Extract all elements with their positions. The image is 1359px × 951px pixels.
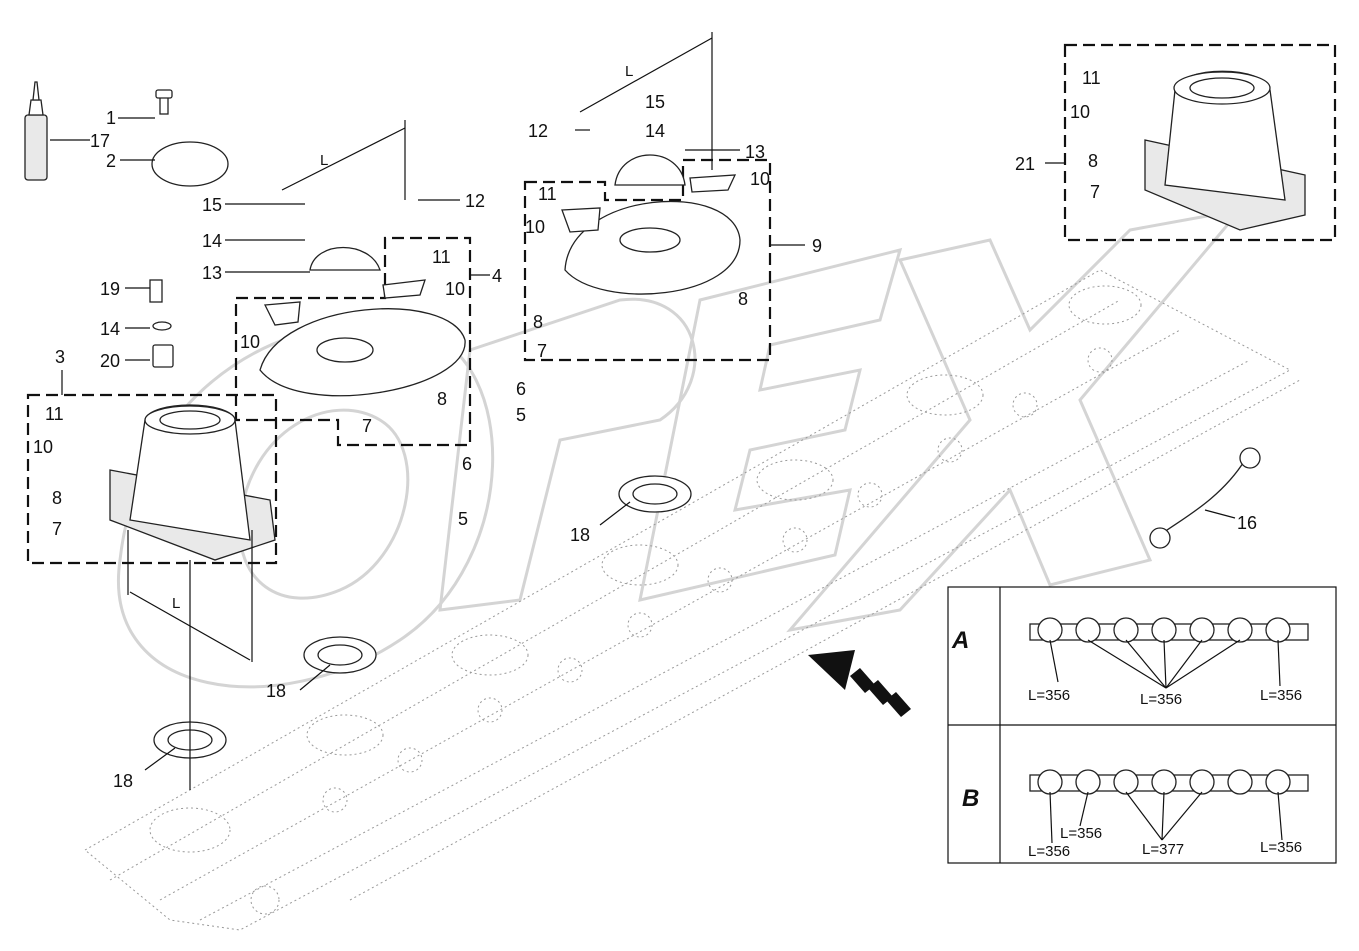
callout-16: 16 xyxy=(1237,513,1257,533)
callout-18c: 18 xyxy=(113,771,133,791)
variant-a-length-3: L=356 xyxy=(1260,687,1302,704)
disc-rotation-inset: A B L=356 L=356 L=356 xyxy=(947,586,1337,864)
callout-20: 20 xyxy=(100,351,120,371)
variant-a-length-1: L=356 xyxy=(1028,687,1070,704)
callout-8b: 8 xyxy=(52,488,62,508)
callout-3: 3 xyxy=(55,347,65,367)
callout-18a: 18 xyxy=(570,525,590,545)
callout-14a: 14 xyxy=(202,231,222,251)
callout-10a: 10 xyxy=(445,279,465,299)
callout-13a: 13 xyxy=(202,263,222,283)
callout-7d: 7 xyxy=(1090,182,1100,202)
variant-a-label: A xyxy=(951,627,969,654)
cutting-disc-right xyxy=(561,154,741,295)
callout-10b: 10 xyxy=(240,332,260,352)
group-4-outline xyxy=(234,236,472,447)
small-parts xyxy=(149,279,1261,759)
callout-14b: 14 xyxy=(100,319,120,339)
cover-plate-with-screw xyxy=(151,89,229,187)
callout-8a: 8 xyxy=(437,389,447,409)
dimension-label-2: L xyxy=(172,595,180,612)
callout-2: 2 xyxy=(106,151,116,171)
callout-5b: 5 xyxy=(516,405,526,425)
callout-7c: 7 xyxy=(537,341,547,361)
disc-housing-left xyxy=(109,404,276,561)
callout-10d: 10 xyxy=(750,169,770,189)
callout-6b: 6 xyxy=(516,379,526,399)
variant-b-label: B xyxy=(962,785,979,812)
group-9-outline xyxy=(523,158,772,362)
callout-8c: 8 xyxy=(738,289,748,309)
dimension-label-3: L xyxy=(625,63,633,80)
callout-12a: 12 xyxy=(465,191,485,211)
frame-disc-markers xyxy=(149,285,1142,915)
cutter-bar-frame xyxy=(84,269,1301,931)
callout-17: 17 xyxy=(90,131,110,151)
watermark xyxy=(116,207,1244,689)
grease-tube xyxy=(24,81,48,181)
callout-9: 9 xyxy=(812,236,822,256)
callout-11c: 11 xyxy=(538,184,557,204)
callout-15b: 15 xyxy=(645,92,665,112)
callout-1: 1 xyxy=(106,108,116,128)
travel-direction-arrow xyxy=(808,650,911,717)
callout-21: 21 xyxy=(1015,154,1035,174)
dimension-labels: L L L xyxy=(172,63,633,612)
callout-6a: 6 xyxy=(462,454,472,474)
leader-lines xyxy=(50,117,1236,771)
callout-14c: 14 xyxy=(645,121,665,141)
group-3-outline xyxy=(26,393,278,565)
callout-12b: 12 xyxy=(528,121,548,141)
callout-18b: 18 xyxy=(266,681,286,701)
callout-11d: 11 xyxy=(1082,68,1101,88)
variant-b-length-4: L=356 xyxy=(1260,839,1302,856)
callout-10c: 10 xyxy=(33,437,53,457)
callout-10f: 10 xyxy=(1070,102,1090,122)
callout-8e: 8 xyxy=(1088,151,1098,171)
callout-11a: 11 xyxy=(432,247,451,267)
callout-4: 4 xyxy=(492,266,502,286)
variant-b-length-2: L=356 xyxy=(1060,825,1102,842)
callout-19: 19 xyxy=(100,279,120,299)
dimension-label-1: L xyxy=(320,152,328,169)
callout-15a: 15 xyxy=(202,195,222,215)
variant-b-length-3: L=377 xyxy=(1142,841,1184,858)
cutting-disc-middle xyxy=(259,247,466,397)
callout-7a: 7 xyxy=(362,416,372,436)
callout-labels: 1 2 17 3 15 14 13 19 14 20 12 11 10 4 10… xyxy=(33,68,1257,791)
group-21-outline xyxy=(1063,43,1337,242)
callout-8d: 8 xyxy=(533,312,543,332)
disc-housing-right xyxy=(1144,70,1306,231)
callout-10e: 10 xyxy=(525,217,545,237)
variant-b-length-1: L=356 xyxy=(1028,843,1070,860)
dimension-arrows xyxy=(127,32,713,790)
variant-b-disc-row xyxy=(1029,769,1309,844)
callout-5a: 5 xyxy=(458,509,468,529)
callout-13b: 13 xyxy=(745,142,765,162)
callout-11b: 11 xyxy=(45,404,64,424)
variant-a-length-2: L=356 xyxy=(1140,691,1182,708)
variant-a-disc-row xyxy=(1029,617,1309,689)
callout-7b: 7 xyxy=(52,519,62,539)
